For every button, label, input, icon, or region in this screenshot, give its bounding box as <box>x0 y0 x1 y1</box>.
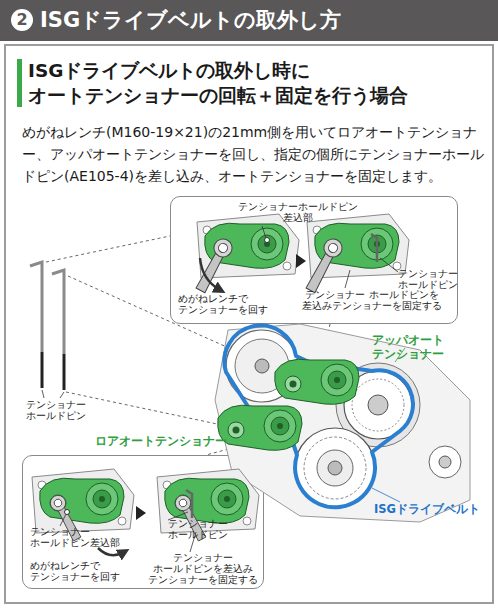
guide-line <box>322 324 330 366</box>
isg-housing <box>336 363 420 447</box>
upper-tensioner <box>275 359 359 404</box>
hold-pin-tip <box>41 352 44 388</box>
isg-hub <box>368 395 388 415</box>
isg-ribs <box>352 379 404 431</box>
leader-line <box>42 390 64 398</box>
callout-label: めがねレンチで テンショナーを回す <box>178 293 268 315</box>
idler-hub <box>439 456 451 468</box>
number-circle <box>11 9 33 31</box>
callout-label: テンショナー ホールドピン <box>168 518 228 540</box>
crank-grooves <box>304 437 366 499</box>
callout-label: テンショナー ホールドピン <box>398 268 458 290</box>
upper-pulley-hub <box>255 359 269 373</box>
body-text: めがねレンチ(M160-19×21)の21mm側を用いてロアオートテンショナー、… <box>22 121 484 187</box>
inset-box: テンショナー ホールドピン差込部めがねレンチで テンショナーを回す テンショナー … <box>22 455 264 589</box>
crank-hub <box>328 461 342 475</box>
guide-line <box>46 236 170 262</box>
idler-pulley <box>429 446 461 478</box>
part-label: ロアオートテンショナー <box>95 434 227 448</box>
upper-pulley-face <box>235 339 289 393</box>
hold-pin <box>52 270 64 354</box>
isg-pulley <box>344 371 412 439</box>
crank-face <box>317 450 353 486</box>
title-band <box>0 0 498 41</box>
callout-label: テンショナー ホールドピンを 差込みテンショナーを固定する <box>302 289 442 311</box>
callout-label: テンショナー ホールドピン差込部 <box>30 526 120 548</box>
hold-pin <box>30 262 42 352</box>
callout-label: めがねレンチで テンショナーを回す <box>30 560 120 582</box>
leader-line <box>372 488 400 502</box>
callout-label: テンショナーホールドピン 差込部 <box>238 201 358 223</box>
upper-pulley <box>226 330 298 402</box>
part-label: ISGドライブベルト <box>374 502 480 516</box>
panel-box: ISGドライブベルトの取外し時に オートテンショナーの回転＋固定を行う場合めがね… <box>4 44 494 604</box>
heading-text: ISGドライブベルトの取外し時に オートテンショナーの回転＋固定を行う場合 <box>28 58 428 108</box>
inset-box: テンショナーホールドピン 差込部めがねレンチで テンショナーを回す テンショナー … <box>170 196 458 324</box>
crank-pulley <box>295 428 375 508</box>
lower-tensioner <box>218 405 302 450</box>
title-text: ISGドライブベルトの取外し方 <box>40 7 341 33</box>
callout-number: 2 <box>15 9 29 31</box>
heading-bar <box>17 59 22 107</box>
part-label: アッパオート テンショナー <box>372 333 444 361</box>
callout-label: テンショナー ホールドピンを差込み テンショナーを固定する <box>148 552 258 585</box>
part-label: テンショナー ホールドピン <box>26 399 86 421</box>
hold-pin-tip <box>63 354 66 390</box>
guide-line <box>66 392 236 428</box>
